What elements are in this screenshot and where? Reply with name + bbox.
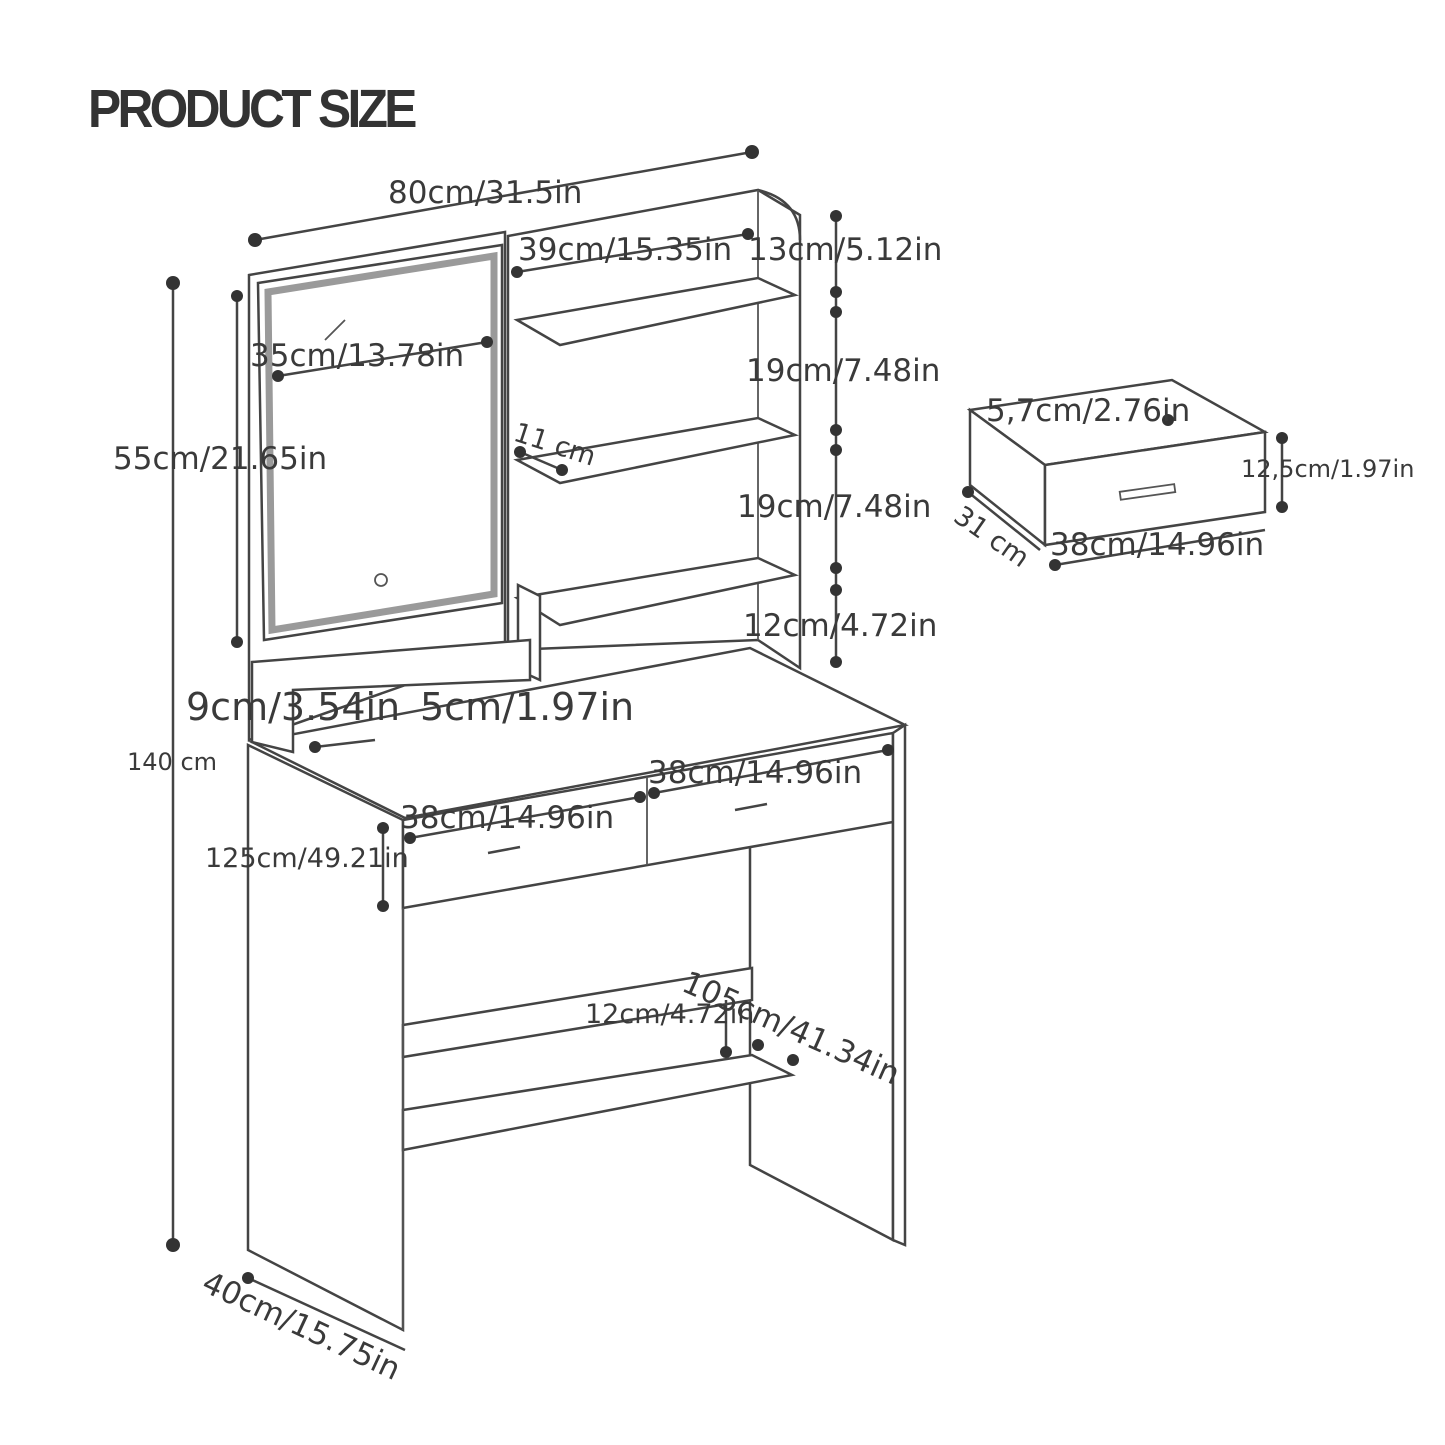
label-bottom-shelf-height: 12cm/4.72in [585,999,754,1030]
drawer-width-line [1054,528,1266,567]
mirror-led-frame [264,251,498,635]
drawer-right-width-line [653,748,889,795]
label-drawer-inner-depth: 5,7cm/2.76in [986,393,1190,429]
label-shelf-gap-3: 12cm/4.72in [743,608,937,644]
shelf-top [513,276,799,347]
mirror [256,243,504,642]
label-drawer-left-width: 38cm/14.96in [400,800,614,836]
label-drawer-height: 12,5cm/1.97in [1241,455,1414,483]
shelf-middle [513,416,799,485]
label-shelf-gap-2: 19cm/7.48in [737,489,931,525]
label-shelf-gap-1: 19cm/7.48in [746,353,940,389]
width-line [254,150,753,242]
label-overall-width: 80cm/31.5in [388,175,582,211]
side-box-line [314,738,376,749]
hutch [247,188,802,754]
vanity-table [246,646,909,1333]
drawer-detail-drawing [966,378,1269,548]
drawer-depth-line [967,491,1041,551]
shelf-depth-line [519,450,563,472]
label-table-height: 125cm/49.21in [205,843,409,874]
label-mirror-height: 55cm/21.65in [113,441,327,477]
label-drawer-right-width: 38cm/14.96in [648,755,862,791]
drawer-front-panel [1043,430,1267,547]
label-side-box-depth: 5cm/1.97in [420,685,634,729]
mirror-reflection [324,319,346,341]
drawer-handle [1118,483,1177,501]
label-overall-height: 140 cm [127,748,217,776]
mirror-width-line [277,340,488,378]
label-side-box-height: 9cm/3.54in [186,685,400,729]
front-leg-edge [891,722,907,1247]
bottom-shelf [401,1053,796,1152]
label-top-gap: 13cm/5.12in [748,232,942,268]
depth-line [247,1276,406,1352]
drawer-handle-left [487,845,521,855]
dimension-lines [166,145,1288,1352]
shelf-width-line [516,232,749,274]
label-mirror-width: 35cm/13.78in [250,338,464,374]
label-shelf-width: 39cm/15.35in [518,232,732,268]
touch-switch-icon [374,573,388,587]
side-box [250,638,532,754]
page-title: PRODUCT SIZE [88,79,417,139]
shelf-bottom [513,556,799,627]
shelf-unit-curve [757,188,802,241]
label-drawer-width: 38cm/14.96in [1050,527,1264,563]
drawer-handle-right [734,802,768,812]
drawer-left-width-line [409,795,641,840]
